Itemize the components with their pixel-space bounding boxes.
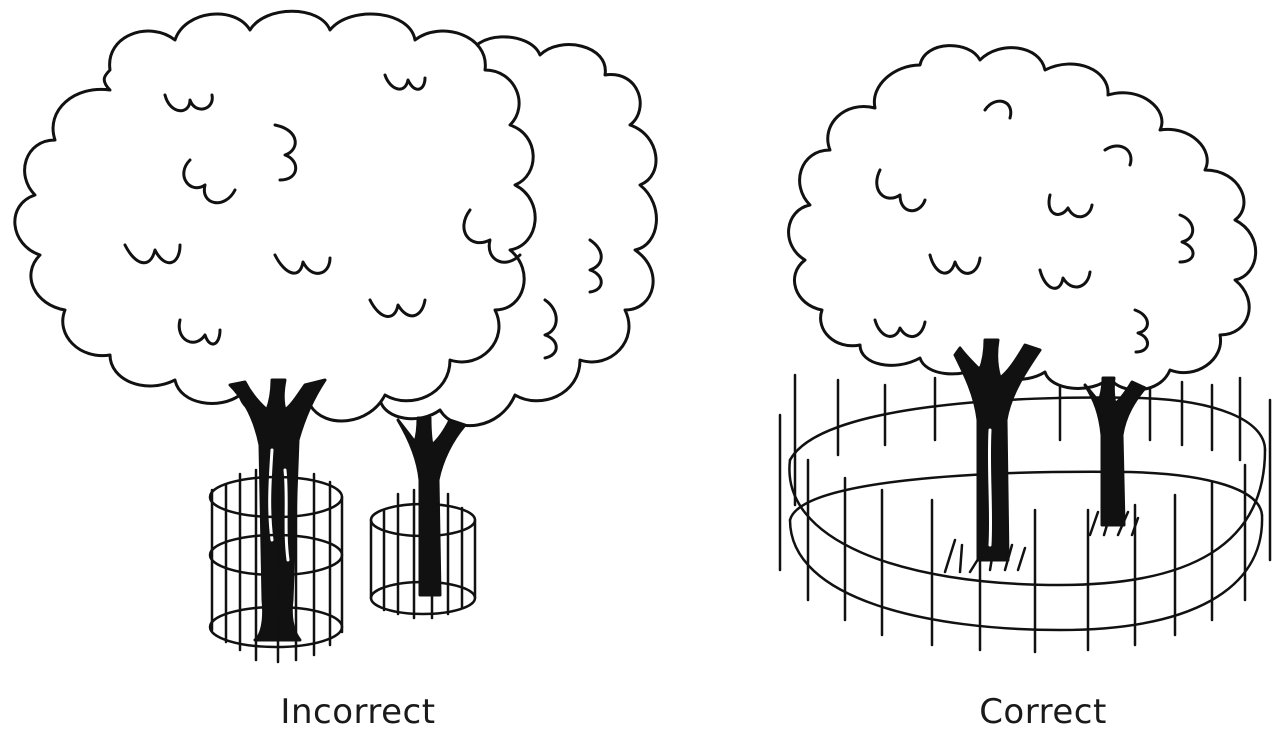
correct-caption: Correct <box>893 692 1193 732</box>
correct-fence-front <box>780 375 1270 652</box>
incorrect-panel <box>15 11 657 662</box>
correct-trunk-2 <box>1085 378 1145 525</box>
incorrect-caption: Incorrect <box>208 692 508 732</box>
correct-panel <box>780 46 1270 652</box>
correct-trunk-1-highlight <box>989 430 990 545</box>
incorrect-front-canopy <box>15 11 535 421</box>
correct-fence-back <box>790 378 1265 520</box>
